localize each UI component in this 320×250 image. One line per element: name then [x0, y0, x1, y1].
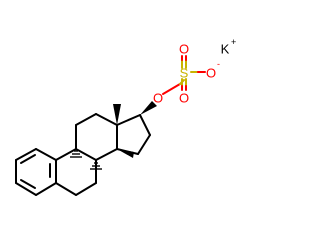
bond	[75, 182, 97, 196]
ring-d	[116, 114, 151, 155]
double-bond-inner	[20, 154, 36, 164]
bond	[15, 182, 37, 196]
charge-plus: +	[231, 37, 236, 47]
chemical-structure: O S O O - O K +	[15, 37, 237, 196]
ring-c	[75, 113, 118, 161]
atom-s: S	[180, 66, 189, 81]
c17-o-wedge	[140, 101, 157, 115]
bond	[55, 182, 77, 196]
bond	[95, 148, 118, 161]
c14-wedge	[117, 149, 134, 158]
bond	[35, 182, 57, 196]
atom-o-ester: O	[153, 91, 163, 106]
charge-minus: -	[217, 59, 220, 69]
double-bond-inner	[20, 179, 36, 189]
bond	[75, 113, 97, 126]
bond	[55, 148, 77, 161]
hashed-bond-c8	[90, 162, 102, 170]
ring-b	[55, 148, 97, 196]
bond	[116, 114, 141, 126]
atom-k: K	[221, 42, 230, 57]
hashed-bond-c9	[70, 150, 82, 158]
methyl-wedge	[113, 104, 121, 125]
bond	[75, 148, 97, 161]
stereo-bonds	[70, 101, 157, 170]
aromatic-ring-a	[15, 148, 57, 196]
bond	[137, 134, 151, 155]
bond	[95, 113, 118, 126]
atom-o-bottom: O	[179, 91, 189, 106]
bond	[35, 148, 57, 161]
atom-o-right: O	[206, 66, 216, 81]
bond-o-s	[162, 83, 181, 95]
potassium-ion: K +	[221, 37, 237, 57]
bond	[15, 148, 37, 161]
bond	[139, 114, 151, 136]
atom-o-top: O	[179, 42, 189, 57]
sulfate-group: O S O O - O	[153, 42, 220, 106]
